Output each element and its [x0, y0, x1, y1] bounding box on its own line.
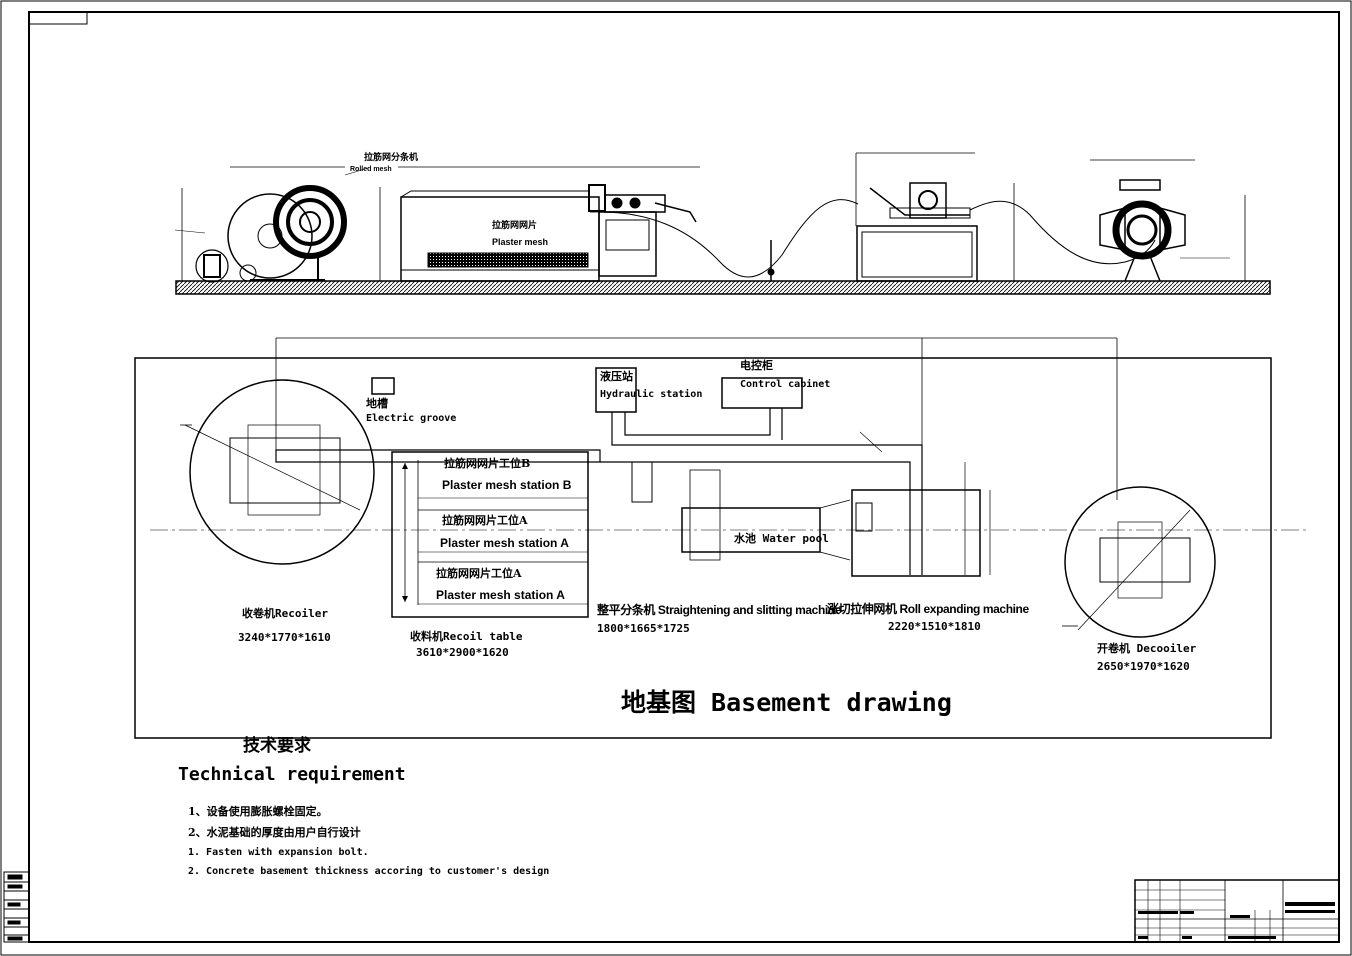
- electric-groove-en: Electric groove: [366, 413, 457, 424]
- station-b-en: Plaster mesh station B: [442, 478, 572, 492]
- ground-slab: [175, 280, 1271, 295]
- straightening-dims: 1800*1665*1725: [597, 622, 690, 635]
- water-pool-label: 水池 Water pool: [734, 532, 829, 545]
- electric-groove-cn: 地槽: [366, 397, 388, 410]
- hydraulic-station-plan: [595, 367, 637, 413]
- roll-expanding-dims: 2220*1510*1810: [888, 620, 981, 633]
- title-block: [1134, 879, 1340, 943]
- station-b-cn: 拉筋网网片工位B: [444, 457, 531, 470]
- tech-item: 1. Fasten with expansion bolt.: [188, 847, 369, 858]
- decoiler-side: [1090, 159, 1246, 282]
- plan-border: [134, 357, 1272, 739]
- straightening-title: 整平分条机 Straightening and slitting machine: [597, 603, 842, 617]
- margin-stamp: [3, 871, 30, 943]
- recoil-table-dims: 3610*2900*1620: [416, 646, 509, 659]
- basement-title: 地基图 Basement drawing: [621, 688, 952, 717]
- control-cabinet-plan: [721, 377, 803, 409]
- tech-heading-cn: 技术要求: [243, 736, 311, 756]
- station-a1-cn: 拉筋网网片工位A: [442, 514, 528, 527]
- tech-item: 2、水泥基础的厚度由用户自行设计: [188, 826, 361, 839]
- roll-expanding-title: 涨切拉伸网机 Roll expanding machine: [827, 602, 1029, 616]
- recoiler-side: [181, 166, 347, 283]
- strip-loop-1: [589, 199, 859, 278]
- water-pool-plan: [681, 507, 821, 553]
- decoiler-title: 开卷机 Decooiler: [1097, 642, 1197, 655]
- side-view: [174, 152, 1271, 295]
- recoil-table-plan: [391, 451, 589, 618]
- tech-heading-en: Technical requirement: [178, 764, 406, 785]
- decoiler-dims: 2650*1970*1620: [1097, 660, 1190, 673]
- recoiler-dims: 3240*1770*1610: [238, 631, 331, 644]
- recoiler-title: 收卷机Recoiler: [242, 607, 328, 620]
- station-a2-en: Plaster mesh station A: [436, 588, 565, 602]
- side-label-mesh-en: Plaster mesh: [492, 237, 549, 247]
- straightener-side: [588, 184, 697, 277]
- roll-expander-side: [855, 152, 1015, 282]
- decoiler-plan: [1064, 486, 1216, 638]
- station-a1-en: Plaster mesh station A: [440, 536, 569, 550]
- station-a2-cn: 拉筋网网片工位A: [436, 567, 522, 580]
- roll-expander-plan: [851, 489, 981, 577]
- plan-view: [134, 337, 1310, 739]
- recoiler-plan: [184, 379, 375, 565]
- control-en: Control cabinet: [740, 379, 831, 390]
- hydraulic-cn: 液压站: [600, 370, 633, 383]
- side-label-mesh-cn: 拉筋网网片: [492, 221, 538, 231]
- control-cn: 电控柜: [740, 359, 773, 372]
- recoil-table-title: 收料机Recoil table: [410, 630, 523, 643]
- straightener-plan: [631, 461, 653, 503]
- hydraulic-en: Hydraulic station: [600, 389, 703, 400]
- side-label-top-cn: 拉筋网分条机: [364, 153, 419, 163]
- tech-item: 2. Concrete basement thickness accoring …: [188, 866, 550, 877]
- tech-item: 1、设备使用膨胀螺栓固定。: [188, 805, 328, 818]
- conveyor-side: [379, 166, 700, 282]
- side-label-top-en: Rolled mesh: [350, 166, 392, 173]
